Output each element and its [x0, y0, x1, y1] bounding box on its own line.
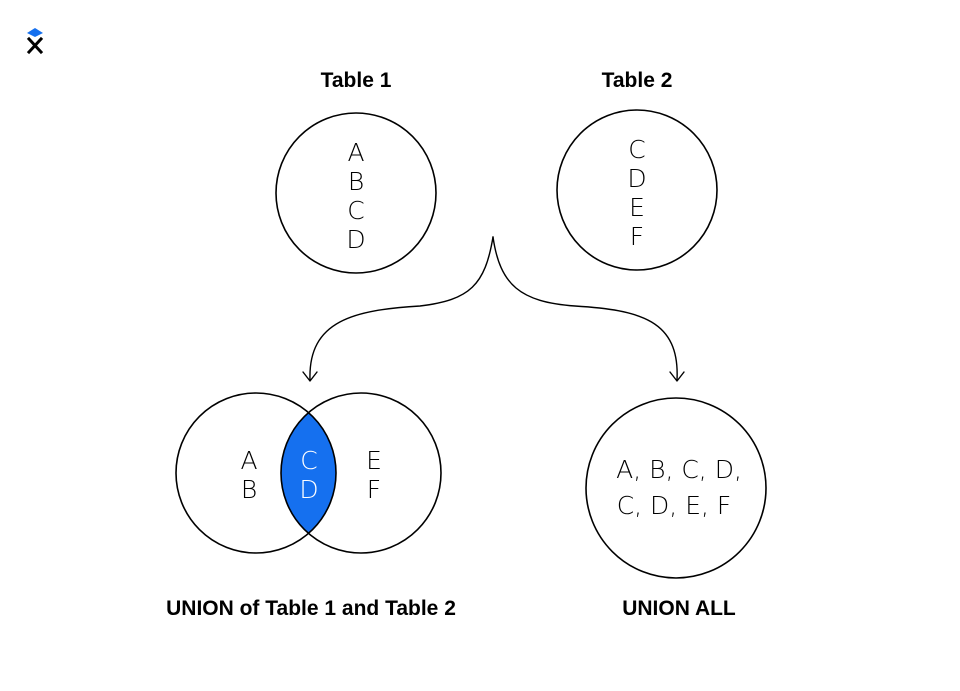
table1-item: B [348, 167, 364, 196]
venn-right-item: E [366, 446, 382, 475]
arrow-head-union-all [669, 371, 685, 382]
arrow-to-union-all [492, 236, 678, 381]
table2-circle: C D E F [556, 109, 718, 271]
venn-overlap-item: C [300, 446, 317, 475]
venn-right-item: F [367, 475, 381, 504]
brand-logo [26, 28, 44, 55]
arrow-to-union [309, 236, 494, 381]
table2-item: D [627, 164, 646, 193]
logo-cap-icon [27, 28, 43, 37]
table2-item: C [628, 135, 645, 164]
table2-item: F [630, 222, 644, 251]
arrow-head-union [302, 371, 318, 382]
table1-item: A [347, 138, 364, 167]
union-all-line: A, B, C, D, [616, 455, 742, 484]
venn-left-circle [175, 392, 337, 554]
venn-overlap-item: D [299, 475, 318, 504]
union-caption: UNION of Table 1 and Table 2 [166, 597, 456, 620]
split-arrows [302, 236, 685, 382]
venn-left-item: B [241, 475, 257, 504]
table1-circle: A B C D [275, 112, 437, 274]
table2-item: E [629, 193, 645, 222]
union-all-line: C, D, E, F [617, 491, 732, 520]
union-all-circle: A, B, C, D, C, D, E, F [585, 397, 767, 579]
table1-title: Table 1 [321, 69, 392, 92]
venn-left-item: A [240, 446, 257, 475]
venn-right-circle [280, 392, 442, 554]
table1-item: C [347, 196, 364, 225]
logo-x-icon [26, 36, 44, 55]
table1-item: D [346, 225, 365, 254]
union-all-caption: UNION ALL [622, 597, 736, 620]
table2-title: Table 2 [602, 69, 673, 92]
union-venn: A B C D E F [175, 392, 442, 554]
venn-overlap-fill [281, 393, 336, 553]
